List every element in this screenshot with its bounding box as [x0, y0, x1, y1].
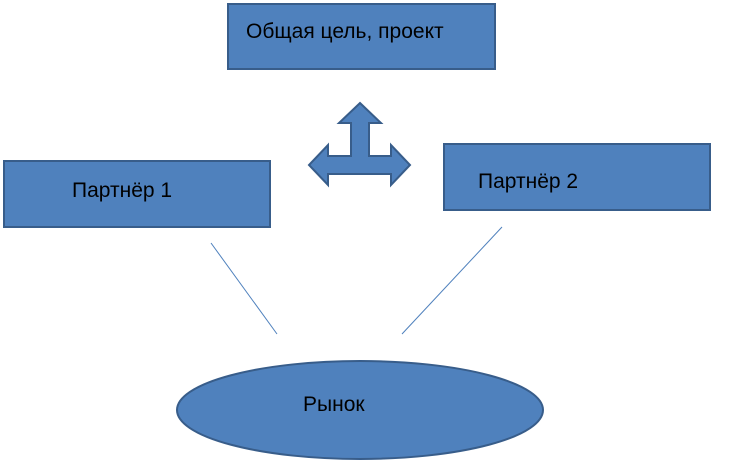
- three-way-arrow-icon: [307, 101, 412, 188]
- market-ellipse: [176, 360, 544, 460]
- partner1-label: Партнёр 1: [72, 179, 173, 202]
- market-label: Рынок: [303, 393, 365, 416]
- partner1-box: Партнёр 1: [3, 160, 271, 228]
- goal-box: Общая цель, проект: [227, 3, 496, 70]
- goal-label: Общая цель, проект: [246, 20, 444, 43]
- connector-partner2-market: [401, 226, 503, 335]
- partner2-label: Партнёр 2: [478, 170, 579, 193]
- connector-partner1-market: [210, 242, 278, 335]
- partner2-box: Партнёр 2: [443, 143, 711, 211]
